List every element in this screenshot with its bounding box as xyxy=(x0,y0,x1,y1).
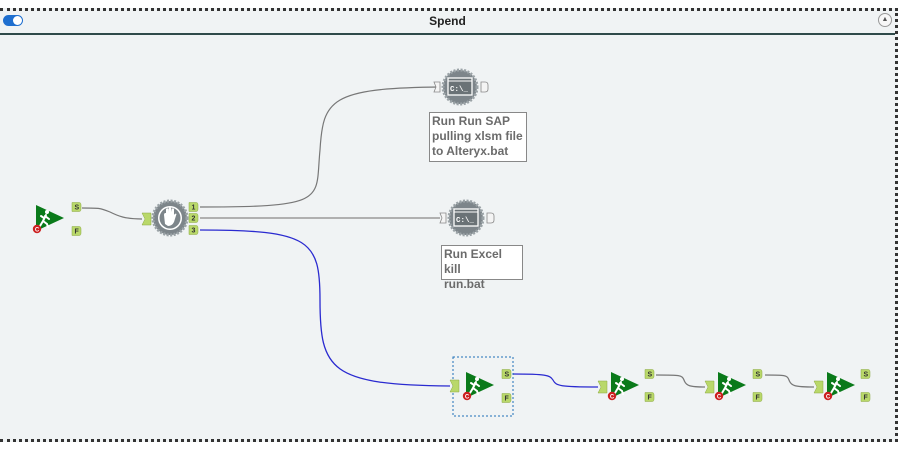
output-anchor-s[interactable]: S xyxy=(71,202,82,212)
annotation-line: run.bat xyxy=(444,277,485,291)
output-anchor-s[interactable]: S xyxy=(501,369,512,379)
run-command-tool-2[interactable]: C:\_ xyxy=(439,199,495,237)
annotation-line: pulling xlsm file xyxy=(432,129,523,143)
toggle-knob xyxy=(13,16,22,25)
runner-tool-start[interactable] xyxy=(31,204,65,235)
chevron-up-icon[interactable]: ▲ xyxy=(878,13,892,27)
output-anchor-s[interactable]: S xyxy=(860,369,871,379)
connection-runner3-to-runner4[interactable] xyxy=(764,374,815,388)
output-anchor-1[interactable]: 1 xyxy=(188,202,199,212)
svg-text:F: F xyxy=(756,395,761,402)
container-toggle[interactable] xyxy=(3,15,23,26)
output-anchor[interactable] xyxy=(480,81,489,93)
svg-text:3: 3 xyxy=(192,228,196,235)
svg-text:F: F xyxy=(505,396,510,403)
svg-text:S: S xyxy=(505,372,510,379)
connection-runner1-to-runner2[interactable] xyxy=(512,373,599,388)
annotation-run-command-1: Run Run SAP pulling xlsm file to Alteryx… xyxy=(429,112,527,162)
svg-text:F: F xyxy=(864,395,869,402)
annotation-line: Run Excel kill xyxy=(444,247,503,276)
input-anchor[interactable] xyxy=(439,212,447,224)
svg-text:2: 2 xyxy=(192,216,196,223)
svg-text:1: 1 xyxy=(192,205,196,212)
output-anchor-f[interactable]: F xyxy=(860,392,871,402)
run-command-tool-1[interactable]: C:\_ xyxy=(433,68,489,106)
command-window-icon xyxy=(453,208,479,227)
annotation-line: to Alteryx.bat xyxy=(432,144,509,158)
connection-start-to-block[interactable] xyxy=(81,207,143,220)
svg-text:S: S xyxy=(75,205,80,212)
cmd-icon-text: C:\_ xyxy=(450,86,469,94)
svg-text:S: S xyxy=(648,372,653,379)
svg-text:S: S xyxy=(864,372,869,379)
hand-stop-icon xyxy=(164,207,177,226)
output-anchor[interactable] xyxy=(486,212,495,224)
input-anchor[interactable] xyxy=(597,380,608,394)
svg-text:S: S xyxy=(756,372,761,379)
runner-tool-2[interactable]: S F xyxy=(597,369,655,402)
output-anchor-f[interactable]: F xyxy=(644,392,655,402)
cmd-icon-text: C:\_ xyxy=(456,217,475,225)
input-anchor[interactable] xyxy=(141,212,152,226)
output-anchor-3[interactable]: 3 xyxy=(188,225,199,235)
output-anchor-s[interactable]: S xyxy=(644,369,655,379)
command-window-icon xyxy=(447,77,473,96)
input-anchor[interactable] xyxy=(449,379,460,393)
runner-tool-4[interactable]: S F xyxy=(813,369,871,402)
runner-tool-1[interactable]: S F xyxy=(449,369,512,403)
output-anchor-s[interactable]: S xyxy=(752,369,763,379)
svg-text:F: F xyxy=(648,395,653,402)
connection-runner2-to-runner3[interactable] xyxy=(655,374,706,388)
output-anchor-f[interactable]: F xyxy=(752,392,763,402)
annotation-line: Run Run SAP xyxy=(432,114,510,128)
connection-block3-to-runner1[interactable] xyxy=(199,229,451,387)
output-anchor-f[interactable]: F xyxy=(501,393,512,403)
input-anchor[interactable] xyxy=(704,380,715,394)
output-anchor-f[interactable]: F xyxy=(71,226,82,236)
connection-block1-to-cmd1[interactable] xyxy=(199,86,441,208)
input-anchor[interactable] xyxy=(813,380,824,394)
output-anchor-2[interactable]: 2 xyxy=(188,213,199,223)
container-title: Spend xyxy=(429,14,466,28)
svg-text:F: F xyxy=(75,229,80,236)
annotation-run-command-2: Run Excel kill run.bat xyxy=(441,245,523,291)
block-until-done-tool[interactable]: 1 2 3 xyxy=(141,199,199,237)
container-titlebar[interactable]: Spend ▲ xyxy=(0,11,895,35)
runner-tool-3[interactable]: S F xyxy=(704,369,763,402)
